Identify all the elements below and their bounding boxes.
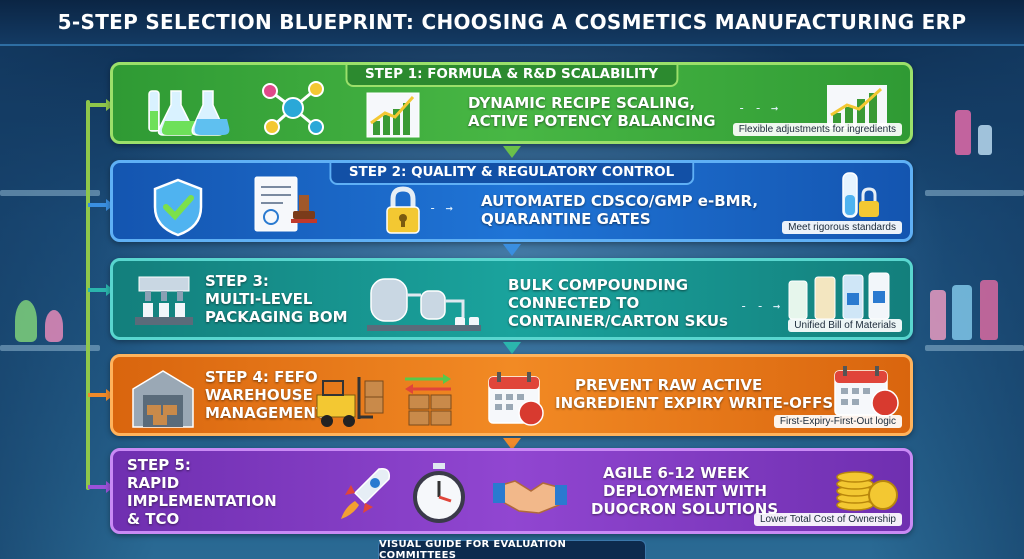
right-shelf-lower xyxy=(925,345,1024,351)
deco-flask xyxy=(45,310,63,342)
step-4-label-line-2: WAREHOUSE xyxy=(205,386,313,404)
step-1-benefit-line-2: ACTIVE POTENCY BALANCING xyxy=(468,112,716,130)
side-connector-line xyxy=(86,100,90,490)
step-5-label-line-1: STEP 5: xyxy=(127,456,191,474)
step-2-caption: Meet rigorous standards xyxy=(782,221,902,234)
filling-machine-icon xyxy=(135,276,193,325)
step-2-benefit-line-1: AUTOMATED CDSCO/GMP e-BMR, xyxy=(481,192,759,210)
calendar-icon xyxy=(834,366,899,417)
handshake-icon xyxy=(493,480,567,514)
document-stamp-icon xyxy=(254,176,317,232)
step-5-caption: Lower Total Cost of Ownership xyxy=(754,513,902,526)
step-4-benefit-line-1: PREVENT RAW ACTIVE xyxy=(575,376,763,394)
step-4-caption: First-Expiry-First-Out logic xyxy=(773,415,902,428)
step-3-benefit-line-3: CONTAINER/CARTON SKUs xyxy=(508,312,728,330)
test-tube-lock-icon xyxy=(842,172,879,218)
deco-bottle xyxy=(930,290,946,340)
deco-bottle xyxy=(978,125,992,155)
step-3-benefit-line-1: BULK COMPOUNDING xyxy=(508,276,689,294)
step-4-label-line-3: MANAGEMENT xyxy=(205,404,327,422)
dashed-arrow-icon: - → xyxy=(429,201,454,215)
step-5-benefit-line-2: DEPLOYMENT WITH xyxy=(603,482,767,500)
dashed-arrow-icon: - - → xyxy=(738,101,780,115)
deco-bottle xyxy=(980,280,998,340)
step-1-caption: Flexible adjustments for ingredients xyxy=(732,123,902,136)
down-arrow-icon xyxy=(503,342,521,354)
shield-check-icon xyxy=(153,178,203,237)
step-5-label-line-4: & TCO xyxy=(127,510,180,528)
step-5-band: STEP 5: RAPID IMPLEMENTATION & TCO AGILE… xyxy=(110,448,913,534)
deco-bottle xyxy=(955,110,971,155)
deco-bottle xyxy=(952,285,972,340)
growth-chart-icon xyxy=(827,85,887,129)
step-4-benefit-line-2: INGREDIENT EXPIRY WRITE-OFFS xyxy=(555,394,834,412)
rocket-icon xyxy=(341,467,391,519)
down-arrow-icon xyxy=(503,146,521,158)
product-bottles-icon xyxy=(788,272,890,320)
growth-chart-icon xyxy=(366,92,420,138)
warehouse-icon xyxy=(132,370,194,428)
step-5-benefit-line-1: AGILE 6-12 WEEK xyxy=(603,464,749,482)
step-1-benefit-line-1: DYNAMIC RECIPE SCALING, xyxy=(468,94,696,112)
title-bar: 5-STEP SELECTION BLUEPRINT: CHOOSING A C… xyxy=(0,0,1024,46)
step-3-band: STEP 3: MULTI-LEVEL PACKAGING BOM BULK C… xyxy=(110,258,913,340)
step-2-band: STEP 2: QUALITY & REGULATORY CONTROL - →… xyxy=(110,160,913,242)
step-3-benefit-line-2: CONNECTED TO xyxy=(508,294,640,312)
step-3-label-line-1: STEP 3: xyxy=(205,272,269,290)
molecule-icon xyxy=(262,81,324,135)
step-5-benefit-line-3: DUOCRON SOLUTIONS xyxy=(591,500,779,518)
left-shelf xyxy=(0,190,100,196)
coins-icon xyxy=(836,471,898,511)
dashed-arrow-icon: - - → xyxy=(740,299,782,313)
step-3-caption: Unified Bill of Materials xyxy=(788,319,902,332)
forklift-icon xyxy=(316,374,452,427)
tank-icon xyxy=(367,278,481,331)
step-1-heading: STEP 1: FORMULA & R&D SCALABILITY xyxy=(344,65,679,87)
step-4-label-line-1: STEP 4: FEFO xyxy=(205,368,318,386)
step-5-label-line-3: IMPLEMENTATION xyxy=(127,492,277,510)
padlock-icon xyxy=(386,186,420,234)
step-2-benefit-line-2: QUARANTINE GATES xyxy=(481,210,651,228)
step-3-label-line-3: PACKAGING BOM xyxy=(205,308,348,326)
step-1-band: STEP 1: FORMULA & R&D SCALABILITY DYNAMI… xyxy=(110,62,913,144)
footer-text: VISUAL GUIDE FOR EVALUATION COMMITTEES xyxy=(379,539,567,559)
step-3-label-line-2: MULTI-LEVEL xyxy=(205,290,313,308)
flask-icon xyxy=(148,90,230,136)
deco-flask xyxy=(15,300,37,342)
left-shelf-lower xyxy=(0,345,100,351)
step-2-heading: STEP 2: QUALITY & REGULATORY CONTROL xyxy=(328,163,695,185)
down-arrow-icon xyxy=(503,438,521,450)
step-4-band: STEP 4: FEFO WAREHOUSE MANAGEMENT PREVEN… xyxy=(110,354,913,436)
right-shelf xyxy=(925,190,1024,196)
stopwatch-icon xyxy=(413,463,465,523)
footer-bar: VISUAL GUIDE FOR EVALUATION COMMITTEES xyxy=(378,539,646,559)
down-arrow-icon xyxy=(503,244,521,256)
step-5-label-line-2: RAPID xyxy=(127,474,180,492)
page-title: 5-STEP SELECTION BLUEPRINT: CHOOSING A C… xyxy=(57,10,967,34)
calendar-icon xyxy=(488,372,544,426)
